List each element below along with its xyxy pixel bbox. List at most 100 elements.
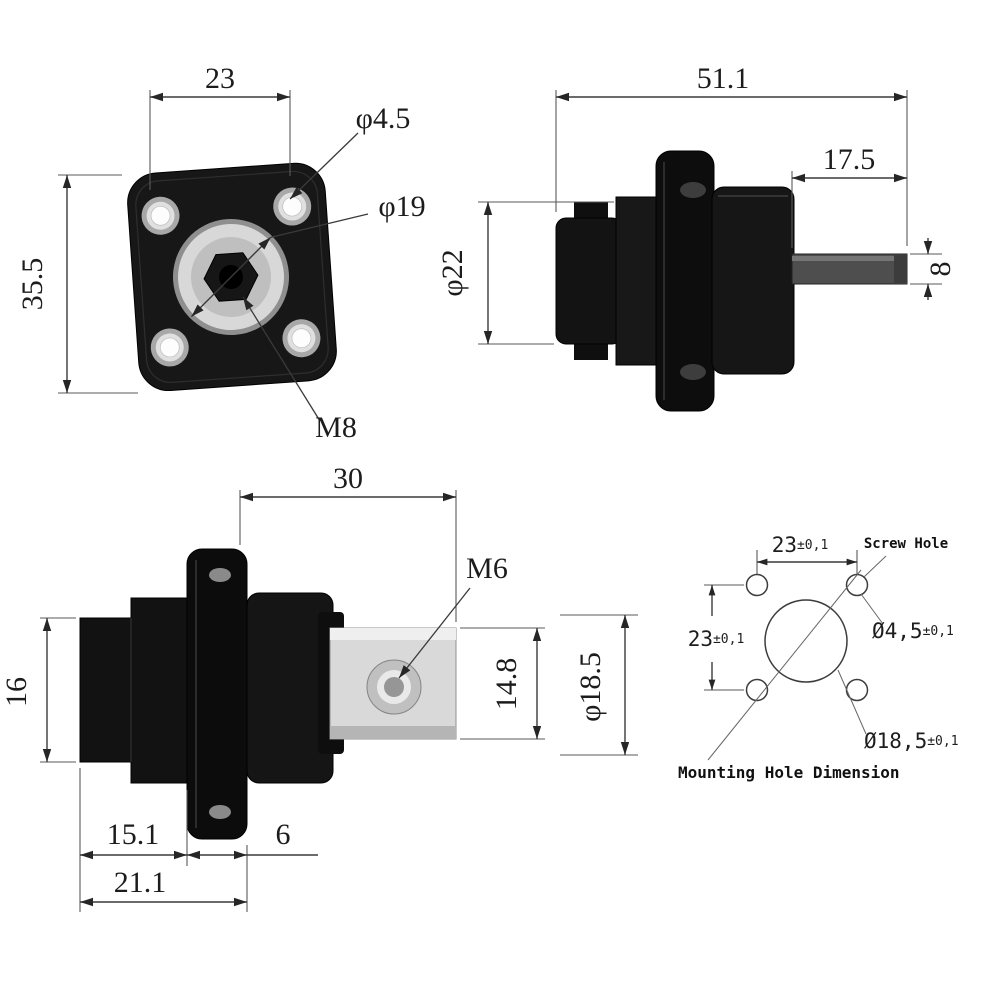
dim-bottom-thread: M6 [395,552,508,681]
center-dia-callout: Ø18,5±0,1 [837,669,959,753]
center-mount-hole [764,599,848,683]
front-body [711,186,795,375]
dim-label-total-rear-length: 21.1 [114,866,167,899]
dim-front-height: 35.5 [16,174,138,394]
arrowhead [150,92,163,102]
dim-label-flange-thickness: 6 [276,818,291,851]
screw-hole-top-right [273,187,312,226]
front-view: 23 35.5 φ4.5 φ19 M8 [16,62,426,444]
mount-hole-top-right [845,573,869,597]
side-part [555,150,908,412]
dim-label-rear-height: 16 [0,677,33,707]
screw-dia-callout: Ø4,5±0,1 [860,593,954,643]
dim-side-body-dia: φ22 [436,201,614,345]
dim-front-width: 23 [149,62,291,190]
arrowhead [483,331,493,344]
dim-label-screw-dia: φ4.5 [356,102,411,135]
dim-mount-h-spacing: 23±0,1 [756,533,858,574]
pin-highlight [792,256,907,261]
dim-front-screw: φ4.5 [287,102,411,203]
dim-label-terminal-height: 14.8 [490,658,523,711]
flange-hole-hint-top [209,568,231,582]
dim-side-total: 51.1 [555,62,908,246]
mid-body [615,196,661,366]
dim-label-mount-v-spacing: 23±0,1 [688,627,745,651]
arrowhead [894,173,907,183]
arrowhead [556,92,569,102]
arrowhead [80,850,93,860]
arrowhead [708,679,716,690]
arrowhead [62,380,72,393]
dim-bottom-length: 30 [239,462,457,622]
dim-front-boss: φ19 [188,190,426,320]
pin-tip [894,254,907,284]
arrowhead [443,492,456,502]
dim-label-terminal-thread: M6 [466,552,508,585]
arrowhead [894,92,907,102]
terminal-bottom-shade [330,726,456,739]
dim-side-pin-height: 8 [910,238,957,300]
arrowhead [923,284,933,297]
bottom-part [79,548,457,840]
dim-bottom-rear-height: 16 [0,617,76,763]
dim-label-pin-length: 17.5 [823,143,876,176]
screw-hole-bottom-left [150,328,189,367]
dim-label-boss-dia: φ18.5 [574,652,607,722]
dim-bottom-terminal-height: 14.8 [460,627,545,740]
dim-label-pin-height: 8 [924,262,957,277]
rear-cap [555,217,623,345]
arrowhead [42,749,52,762]
arrowhead [42,618,52,631]
arrowhead [792,173,805,183]
terminal-thread-hole [366,659,422,715]
dim-label-hole-spacing: 23 [205,62,235,95]
mounting-diagram-caption: Mounting Hole Dimension [678,763,900,782]
screw-hole-bottom-right [282,319,321,358]
flange-hole-hint-bottom [209,805,231,819]
arrowhead [620,742,630,755]
side-view: 51.1 17.5 φ22 8 [436,62,957,412]
dim-label-rear-length: 15.1 [107,818,160,851]
arrowhead [174,850,187,860]
mounting-diagram: 23±0,1 23±0,1 Screw Hole Ø4,5±0,1 Ø18,5±… [678,533,959,782]
screw-hole-callout: Screw Hole [863,536,948,578]
screw-dia-label: Ø4,5±0,1 [872,619,954,643]
arrowhead [532,628,542,641]
dim-label-length: 30 [333,462,363,495]
dim-side-pin-length: 17.5 [791,143,907,248]
dim-label-thread: M8 [315,411,357,444]
flange-hole-hint-top [680,182,706,198]
section-diagonal-line [707,569,862,761]
center-dia-label: Ø18,5±0,1 [864,729,959,753]
arrowhead [240,492,253,502]
arrowhead [277,92,290,102]
flange-edge-highlight [135,170,329,384]
terminal-top-face [330,628,456,640]
arrowhead [620,615,630,628]
mount-hole-bottom-left [745,678,769,702]
mount-hole-top-left [745,573,769,597]
dim-bottom-boss-dia: φ18.5 [560,614,638,756]
arrowhead [846,558,857,566]
dim-mount-v-spacing: 23±0,1 [688,584,745,691]
screw-hole-label: Screw Hole [864,536,948,552]
arrowhead [923,241,933,254]
dim-label-mount-h-spacing: 23±0,1 [772,533,829,557]
bottom-view: 30 16 M6 14.8 [0,462,638,912]
arrowhead [80,897,93,907]
arrowhead [62,175,72,188]
arrowhead [708,585,716,596]
arrowhead [234,897,247,907]
screw-hole-top-left [141,196,180,235]
arrowhead [234,850,247,860]
dim-front-thread: M8 [239,294,357,444]
dim-label-total-length: 51.1 [697,62,750,95]
flange-hole-hint-bottom [680,364,706,380]
arrowhead [532,726,542,739]
dim-label-flange-height: 35.5 [16,258,49,311]
arrowhead [483,202,493,215]
dim-label-body-dia: φ22 [436,249,469,296]
arrowhead [757,558,768,566]
